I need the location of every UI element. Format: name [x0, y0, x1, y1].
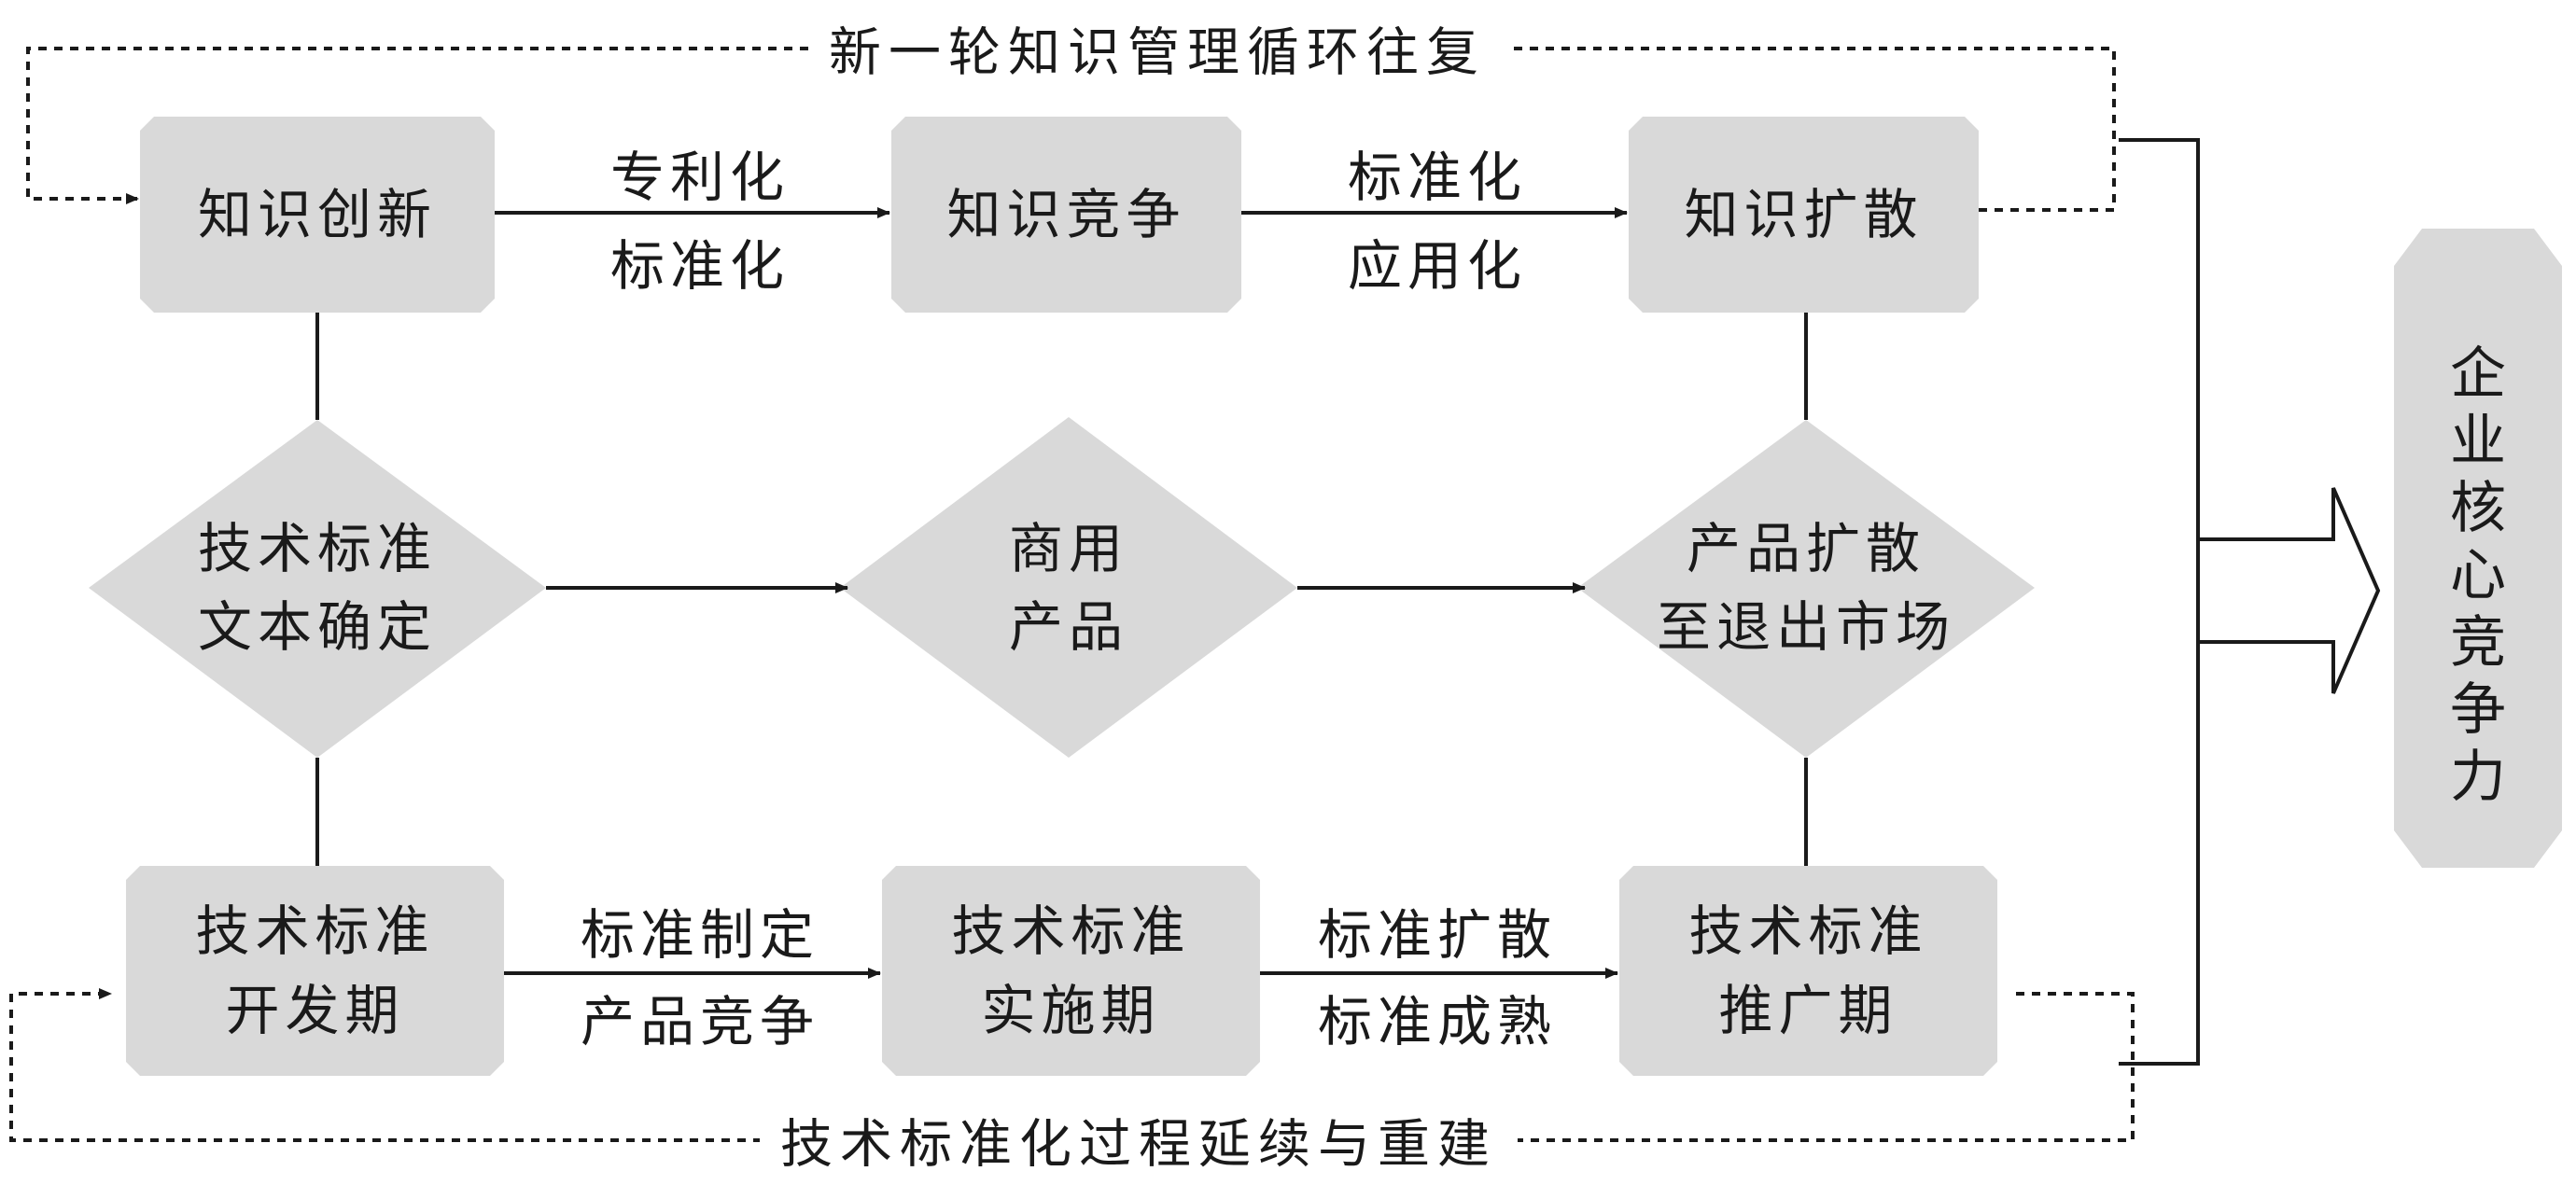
label-standard-implementation: 技术标准 实施期 — [951, 899, 1191, 1042]
edge-label-standard-maturity: 标准成熟 — [1317, 989, 1557, 1053]
node-knowledge-competition — [891, 117, 1241, 313]
edge-label-standard-diffusion: 标准扩散 — [1317, 902, 1557, 967]
edge-label-standardize-2: 标准化 — [1347, 145, 1527, 209]
edge-label-patent: 专利化 — [609, 145, 790, 209]
big-arrow-to-result — [2196, 487, 2381, 694]
bracket-to-result — [2119, 138, 2200, 1066]
node-commercial-product — [840, 417, 1297, 758]
node-standard-promotion — [1619, 866, 1997, 1076]
node-product-exit-market — [1577, 420, 2035, 758]
edge-label-application: 应用化 — [1347, 233, 1527, 298]
label-standard-development: 技术标准 开发期 — [195, 899, 435, 1042]
node-standard-development — [126, 866, 504, 1076]
edge-label-standardize-1: 标准化 — [609, 233, 790, 298]
loop-label-top: 新一轮知识管理循环往复 — [808, 10, 1506, 87]
loop-label-bottom: 技术标准化过程延续与重建 — [760, 1102, 1518, 1178]
label-knowledge-diffusion: 知识扩散 — [1684, 182, 1924, 246]
label-knowledge-innovation: 知识创新 — [197, 182, 437, 246]
label-core-competitiveness: 企业核心竞争力 — [2450, 342, 2506, 810]
label-standard-text-confirm: 技术标准 文本确定 — [197, 516, 437, 659]
label-product-exit-market: 产品扩散 至退出市场 — [1656, 516, 1955, 659]
node-core-competitiveness — [2394, 229, 2562, 868]
node-knowledge-innovation — [140, 117, 495, 313]
label-standard-promotion: 技术标准 推广期 — [1688, 899, 1928, 1042]
label-commercial-product: 商用 产品 — [1008, 516, 1128, 659]
node-standard-text-confirm — [89, 420, 546, 758]
node-standard-implementation — [882, 866, 1260, 1076]
edge-label-standard-formulation: 标准制定 — [580, 902, 819, 967]
edge-label-product-competition: 产品竞争 — [580, 989, 819, 1053]
label-knowledge-competition: 知识竞争 — [946, 182, 1186, 246]
node-knowledge-diffusion — [1629, 117, 1979, 313]
